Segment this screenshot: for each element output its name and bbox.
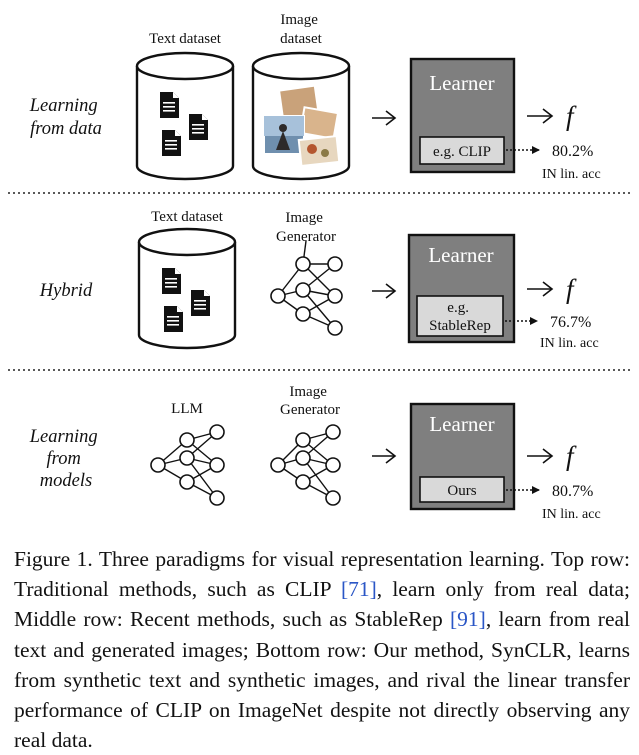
arrow-to-learner (372, 283, 397, 299)
source-label: Image dataset (280, 12, 322, 47)
accuracy-metric: IN lin. acc (542, 167, 601, 182)
citation-link-71[interactable]: [71] (340, 577, 377, 602)
document-icon (160, 92, 179, 118)
learner-label: Learner (429, 71, 494, 95)
image-generator-network-icon: Image Generator (270, 210, 343, 336)
figure-caption: Figure 1. Three paradigms for visual rep… (14, 544, 630, 755)
accuracy-value: 80.7% (552, 483, 593, 500)
learner-box: Learner e.g. StableRep (407, 233, 516, 344)
source-label: Image Generator (280, 384, 340, 418)
output-arrow (527, 108, 554, 124)
learner-box: Learner e.g. CLIP (409, 57, 516, 174)
citation-link-91[interactable]: [91] (450, 607, 486, 632)
document-icon (191, 290, 210, 316)
arrow-to-learner (372, 110, 397, 126)
row-label: Hybrid (39, 281, 93, 301)
method-label: e.g. StableRep (429, 300, 491, 334)
accuracy-metric: IN lin. acc (542, 507, 601, 522)
method-label: Ours (447, 483, 476, 499)
llm-network-icon: LLM (150, 401, 225, 506)
source-label: Image Generator (276, 210, 336, 245)
accuracy-metric: IN lin. acc (540, 336, 599, 351)
output-function-f: f (566, 274, 577, 304)
accuracy-value: 80.2% (552, 143, 593, 160)
source-label: Text dataset (149, 31, 222, 47)
paradigms-diagram: Learning from data Text dataset Image da… (8, 12, 631, 522)
arrow-to-learner (372, 448, 397, 464)
row-learning-from-data: Learning from data Text dataset Image da… (29, 12, 601, 182)
image-generator-network-icon: Image Generator (270, 384, 341, 506)
row-label: Learning from models (29, 427, 102, 491)
caption-text: , learn only from real data; Middle row:… (14, 577, 630, 632)
document-icon (162, 130, 181, 156)
row-learning-from-models: Learning from models LLM Image Gener (29, 384, 601, 522)
output-arrow (527, 448, 554, 464)
document-icon (162, 268, 181, 294)
method-box (419, 136, 505, 165)
accuracy-value: 76.7% (550, 314, 591, 331)
output-arrow (527, 281, 554, 297)
output-function-f: f (566, 441, 577, 471)
learner-label: Learner (428, 243, 493, 267)
photo-stack-icon (263, 84, 341, 168)
text-dataset-cylinder: Text dataset (137, 209, 237, 350)
method-box (419, 476, 505, 503)
method-label: e.g. CLIP (433, 144, 491, 160)
output-function-f: f (566, 101, 577, 131)
learner-label: Learner (429, 412, 494, 436)
image-dataset-cylinder: Image dataset (251, 12, 351, 181)
document-icon (189, 114, 208, 140)
document-icon (164, 306, 183, 332)
caption-text: Figure 1. Three paradigms for visual rep… (14, 547, 630, 602)
learner-box: Learner Ours (409, 402, 516, 511)
method-box (416, 295, 504, 337)
text-dataset-cylinder: Text dataset (135, 31, 235, 181)
row-label: Learning from data (29, 96, 102, 139)
caption-text: , learn from real text and generated ima… (14, 607, 631, 753)
source-label: LLM (171, 401, 203, 417)
row-hybrid: Hybrid Text dataset Image Generator (39, 209, 599, 351)
source-label: Text dataset (151, 209, 224, 225)
